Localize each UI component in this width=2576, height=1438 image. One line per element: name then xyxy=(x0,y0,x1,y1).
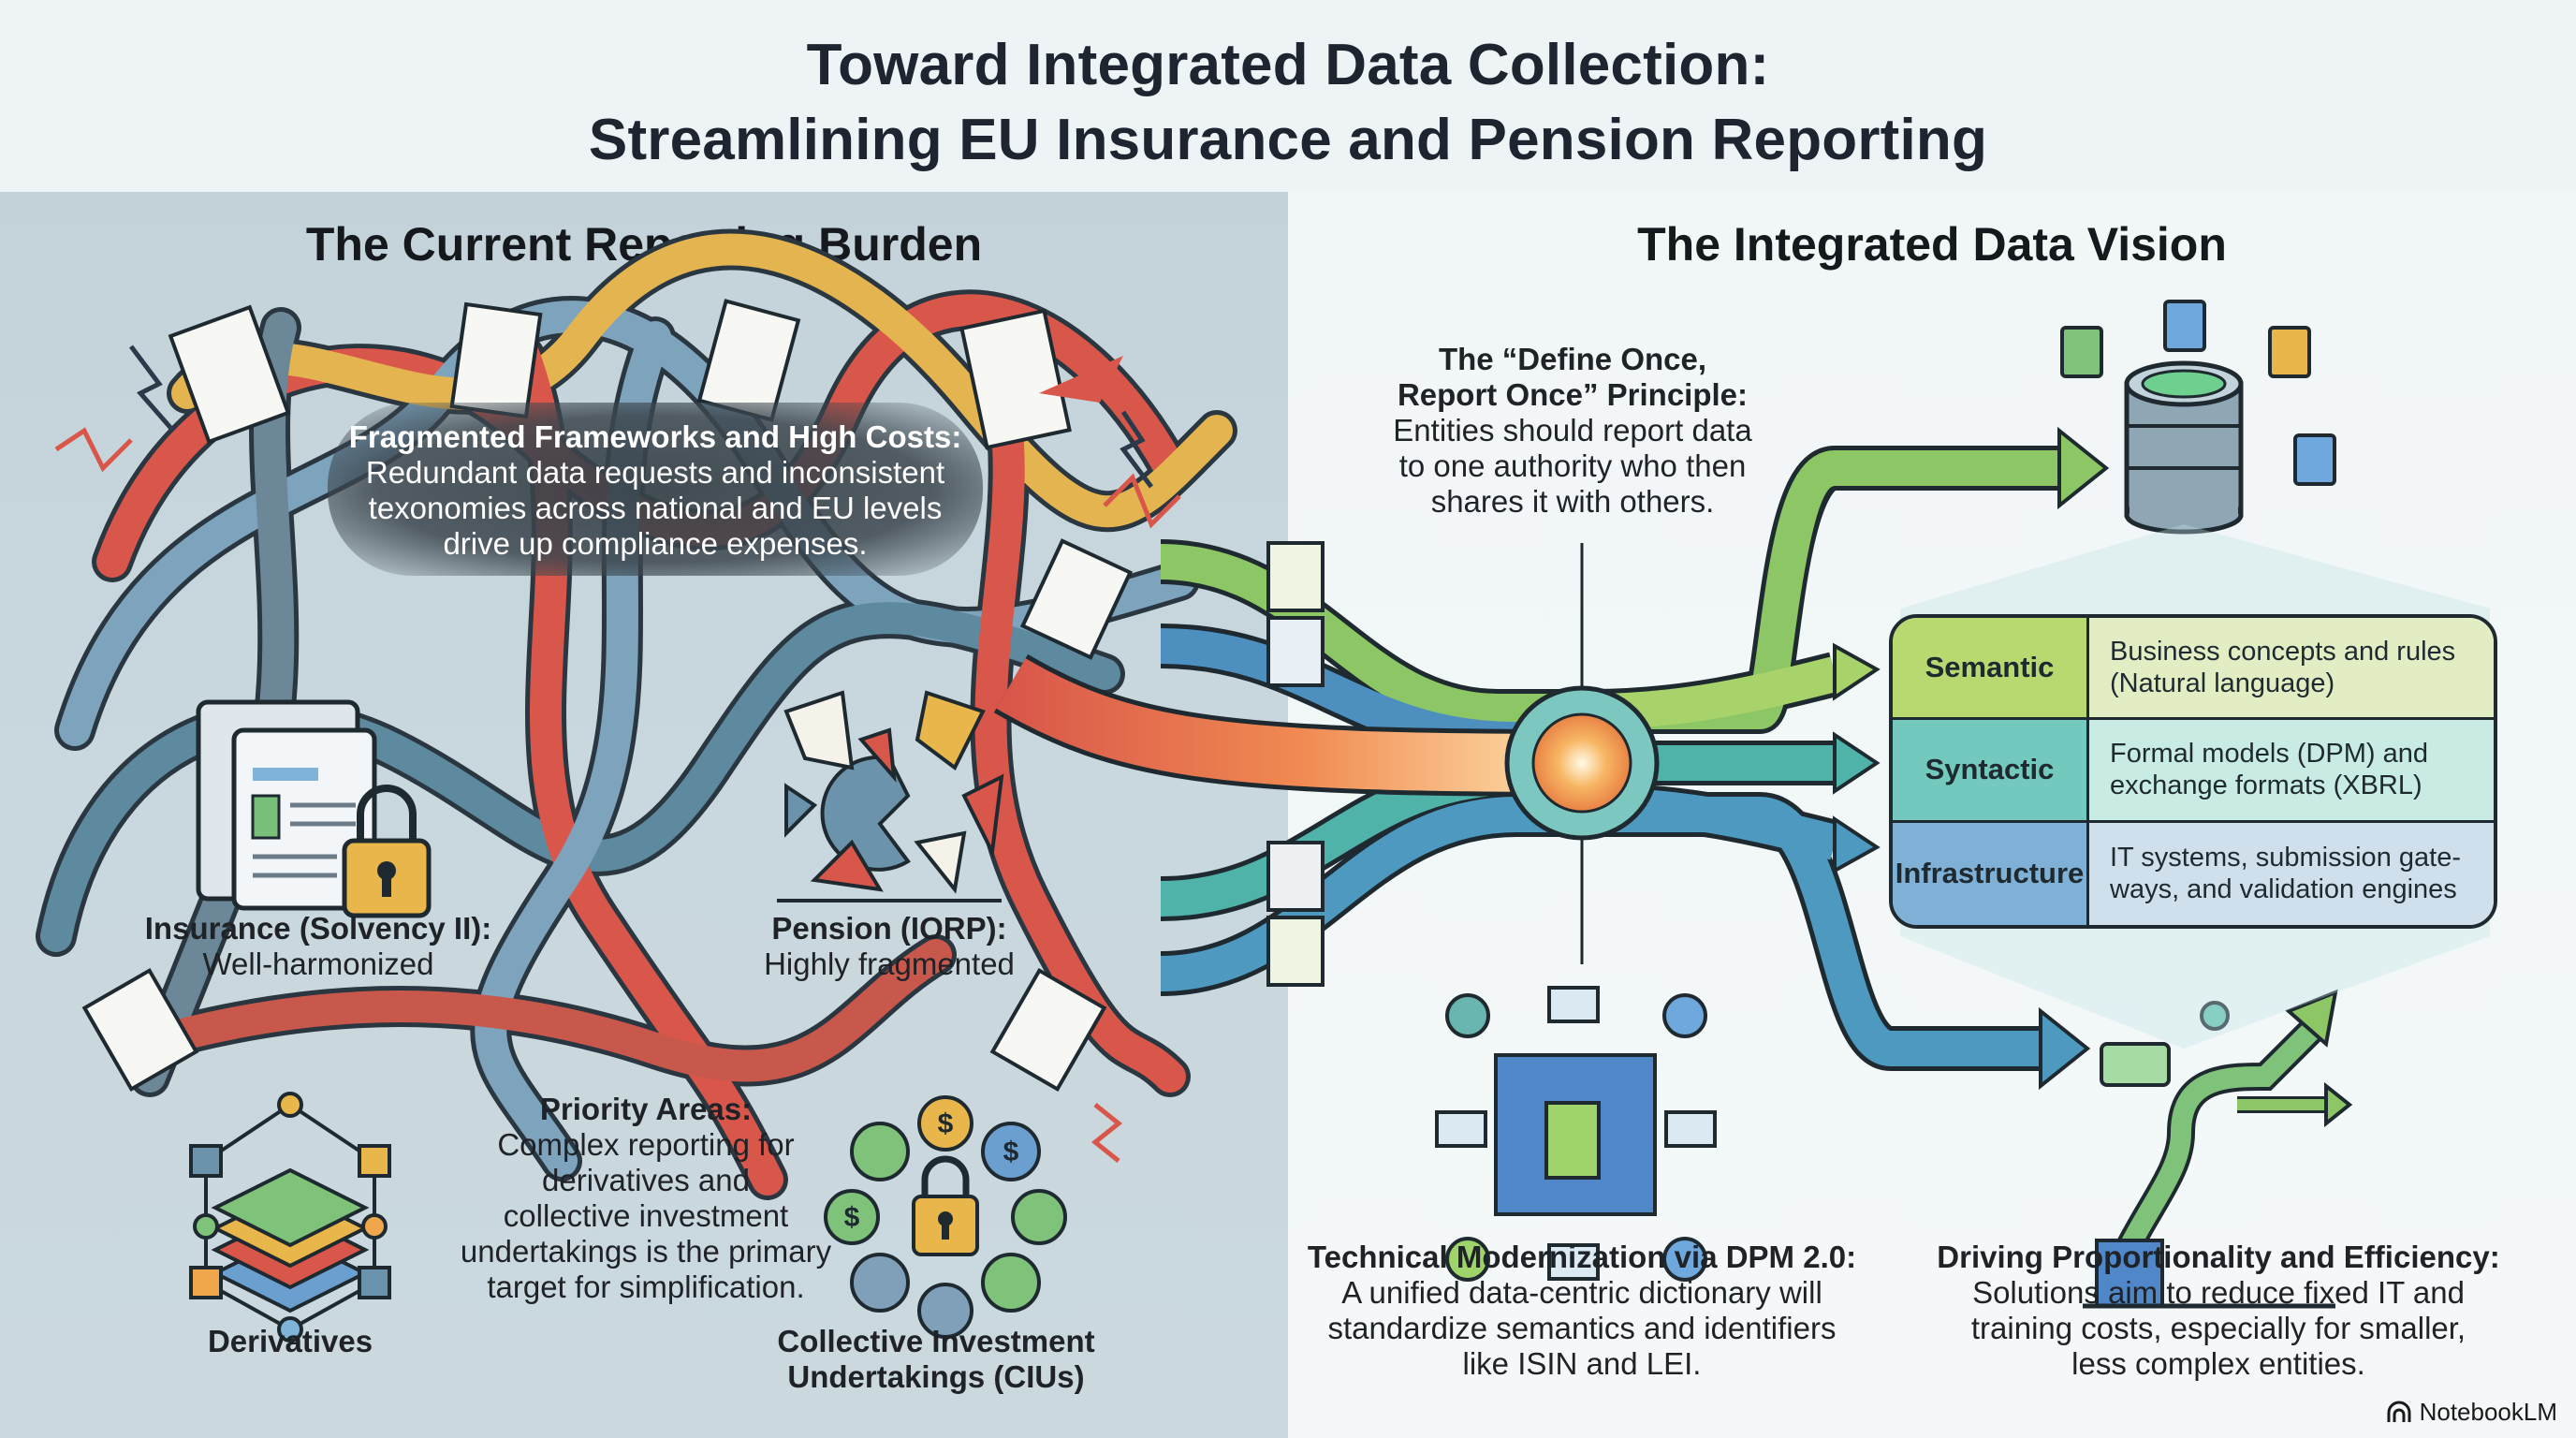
arrow-to-database-icon xyxy=(2057,426,2110,510)
padlock-investment-network-icon: $ $ $ xyxy=(824,1095,1067,1339)
fragmented-line: Redundant data requests and inconsistent xyxy=(365,455,945,490)
layer-desc-semantic: Business concepts and rules(Natural lang… xyxy=(2089,618,2494,721)
title-line-2: Streamlining EU Insurance and Pension Re… xyxy=(588,108,1988,172)
dpm-line: standardize semantics and identifiers xyxy=(1327,1311,1837,1345)
central-database-icon xyxy=(2124,360,2244,535)
dpm-line: like ISIN and LEI. xyxy=(1462,1346,1702,1381)
priority-line: undertakings is the primary xyxy=(460,1234,832,1269)
growth-arrows-icon xyxy=(2083,989,2353,1309)
data-layers-table: Semantic Business concepts and rules(Nat… xyxy=(1889,614,2497,929)
incoming-document-icon xyxy=(1266,541,1325,612)
pension-body: Highly fragmented xyxy=(764,946,1015,981)
layer-name-infrastructure: Infrastructure xyxy=(1893,822,2089,925)
zigzag-icon xyxy=(1090,1103,1123,1163)
zigzag-icon xyxy=(54,427,133,473)
priority-line: target for simplification. xyxy=(487,1269,805,1304)
lightning-icon xyxy=(1120,410,1153,489)
cius-label-line: Collective Investment xyxy=(777,1324,1095,1358)
layer-desc-line: IT systems, submission gate- xyxy=(2110,843,2461,873)
lightning-icon xyxy=(129,345,175,433)
incoming-document-icon xyxy=(1266,616,1325,687)
arrow-infrastructure-icon xyxy=(1833,815,1881,874)
pension-title: Pension (IORP): xyxy=(771,911,1007,946)
document-icon xyxy=(1019,538,1134,660)
define-once-title: Report Once” Principle: xyxy=(1397,377,1749,412)
document-icon xyxy=(989,967,1107,1093)
green-file-icon xyxy=(2060,326,2103,378)
yellow-ribbon xyxy=(171,233,1233,528)
logo-text: NotebookLM xyxy=(2419,1398,2557,1426)
right-section-heading: The Integrated Data Vision xyxy=(1637,218,2227,271)
dpm-title: Technical Modernization via DPM 2.0: xyxy=(1307,1240,1857,1274)
define-once-line: shares it with others. xyxy=(1430,484,1715,519)
proportionality-line: less complex entities. xyxy=(2071,1346,2365,1381)
define-once-title: The “Define Once, xyxy=(1438,342,1707,376)
svg-text:$: $ xyxy=(938,1108,954,1139)
layer-desc-line: ways, and validation engines xyxy=(2110,874,2457,905)
notebooklm-logo-icon xyxy=(2387,1401,2411,1422)
fragmented-title: Fragmented Frameworks and High Costs: xyxy=(348,419,962,454)
fragmented-line: texonomies across national and EU levels xyxy=(368,491,943,525)
pension-caption: Pension (IORP): Highly fragmented xyxy=(711,911,1067,982)
arrow-syntactic-icon xyxy=(1833,731,1881,795)
insurance-body: Well-harmonized xyxy=(202,946,434,981)
proportionality-line: training costs, especially for smaller, xyxy=(1970,1311,2466,1345)
layer-name-syntactic: Syntactic xyxy=(1893,720,2089,823)
shattered-fragments-icon xyxy=(777,690,1004,902)
layer-desc-line: exchange formats (XBRL) xyxy=(2110,770,2422,801)
zigzag-icon xyxy=(1103,473,1181,529)
priority-line: Complex reporting for xyxy=(497,1127,795,1162)
layer-name-semantic: Semantic xyxy=(1893,618,2089,721)
notebooklm-logo: NotebookLM xyxy=(2386,1398,2557,1427)
document-lock-icon xyxy=(196,699,432,918)
insurance-caption: Insurance (Solvency II): Well-harmonized xyxy=(122,911,515,982)
derivatives-label: Derivatives xyxy=(207,1324,373,1358)
priority-title: Priority Areas: xyxy=(539,1092,753,1126)
proportionality-title: Driving Proportionality and Efficiency: xyxy=(1937,1240,2500,1274)
document-icon xyxy=(81,967,199,1093)
proportionality-caption: Driving Proportionality and Efficiency: … xyxy=(1928,1240,2509,1382)
layered-network-icon xyxy=(189,1092,391,1343)
svg-text:$: $ xyxy=(844,1202,860,1233)
scattered-documents xyxy=(81,299,1134,1093)
cius-label: Collective Investment Undertakings (CIUs… xyxy=(749,1324,1123,1395)
cius-label-line: Undertakings (CIUs) xyxy=(787,1359,1085,1394)
blue-file-icon xyxy=(2293,433,2336,486)
blue-file-icon xyxy=(2163,300,2206,352)
insurance-title: Insurance (Solvency II): xyxy=(144,911,492,946)
glowing-hub-icon xyxy=(1531,712,1632,814)
priority-line: collective investment xyxy=(503,1198,789,1233)
document-icon xyxy=(168,304,291,445)
title-line-1: Toward Integrated Data Collection: xyxy=(806,33,1770,97)
define-once-line: Entities should report data xyxy=(1393,413,1752,448)
yellow-file-icon xyxy=(2268,326,2311,378)
define-once-caption: The “Define Once, Report Once” Principle… xyxy=(1348,342,1797,520)
document-icon xyxy=(959,308,1072,450)
dpm-line: A unified data-centric dictionary will xyxy=(1341,1275,1822,1310)
layer-desc-infrastructure: IT systems, submission gate-ways, and va… xyxy=(2089,822,2494,925)
arrow-semantic-icon xyxy=(1833,642,1881,701)
arrow-to-efficiency-icon xyxy=(2039,1006,2091,1091)
define-once-line: to one authority who then xyxy=(1398,448,1747,483)
fragmented-line: drive up compliance expenses. xyxy=(443,526,868,561)
proportionality-line: Solutions aim to reduce fixed IT and xyxy=(1972,1275,2465,1310)
priority-areas-caption: Priority Areas: Complex reporting for de… xyxy=(431,1092,861,1305)
main-title: Toward Integrated Data Collection: Strea… xyxy=(0,28,2576,178)
red-arrow-icon xyxy=(1039,356,1123,403)
layer-desc-line: (Natural language) xyxy=(2110,668,2335,699)
layer-desc-line: Business concepts and rules xyxy=(2110,637,2456,668)
dpm-caption: Technical Modernization via DPM 2.0: A u… xyxy=(1301,1240,1863,1382)
main-glowing-stream xyxy=(996,658,1583,792)
incoming-document-icon xyxy=(1266,841,1325,912)
fragmented-frameworks-caption: Fragmented Frameworks and High Costs: Re… xyxy=(328,403,983,576)
incoming-document-icon xyxy=(1266,916,1325,987)
layer-desc-line: Formal models (DPM) and xyxy=(2110,739,2429,770)
priority-line: derivatives and xyxy=(542,1163,750,1197)
svg-text:$: $ xyxy=(1003,1137,1019,1167)
data-dictionary-circuit-icon xyxy=(1435,986,1717,1282)
